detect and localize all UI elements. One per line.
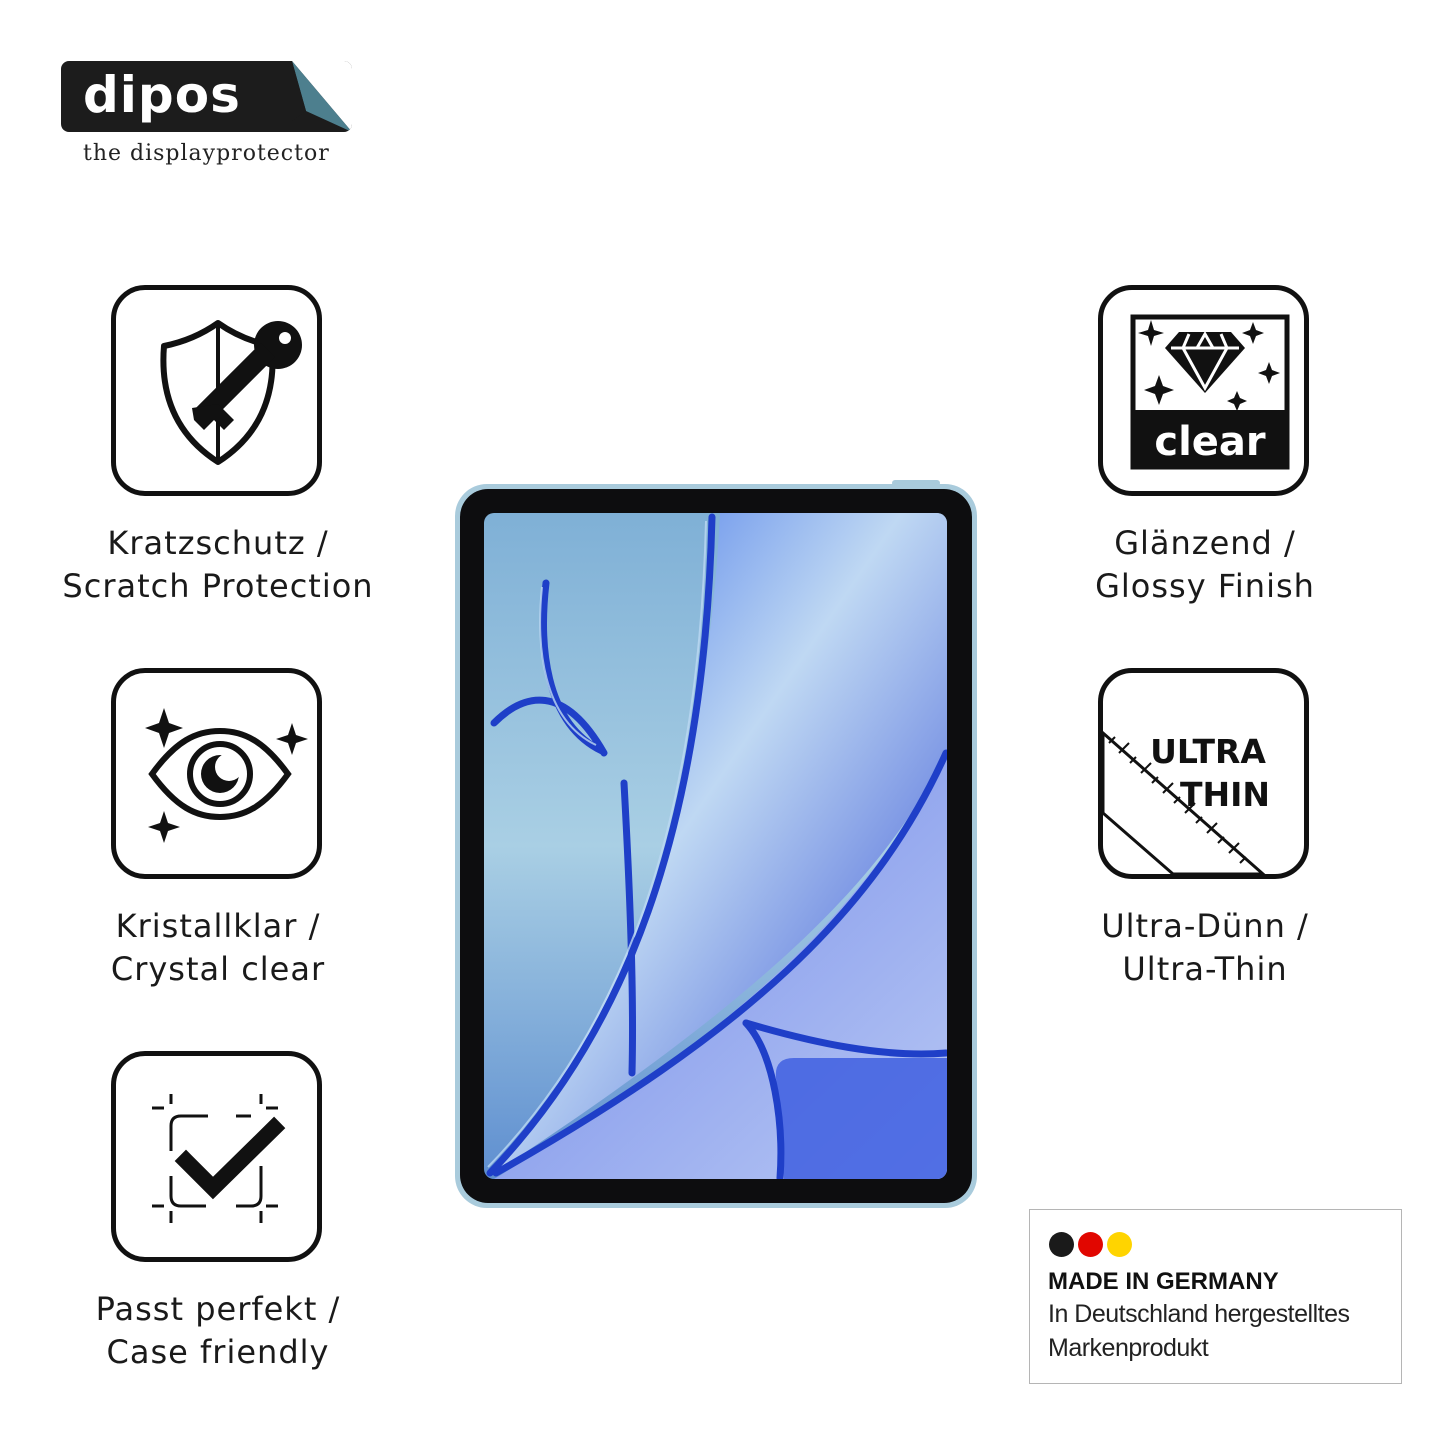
wallpaper-art	[484, 513, 947, 1179]
eye-sparkle-icon	[145, 708, 308, 843]
feature-label-line1: Kratzschutz /	[107, 524, 329, 562]
tablet-top-button	[892, 480, 940, 486]
feature-label-line2: Crystal clear	[110, 950, 326, 988]
glossy-finish-badge: clear	[1098, 285, 1309, 496]
ultra-text: ULTRA	[1150, 732, 1266, 771]
clear-badge-text: clear	[1154, 419, 1266, 465]
feature-label-line2: Case friendly	[106, 1333, 330, 1371]
page-curl-icon	[292, 61, 352, 132]
shield-key-icon	[160, 320, 302, 465]
feature-label-thin: Ultra-Dünn / Ultra-Thin	[1035, 905, 1375, 991]
feature-label-crystal: Kristallklar / Crystal clear	[48, 905, 388, 991]
feature-label-line1: Ultra-Dünn /	[1101, 907, 1309, 945]
tablet-screen-wallpaper	[484, 513, 947, 1179]
brand-tagline: the displayprotector	[83, 141, 330, 166]
diamond-clear-icon: clear	[1130, 314, 1290, 470]
made-in-germany-badge: MADE IN GERMANY In Deutschland hergestel…	[1029, 1209, 1402, 1384]
flag-dot-black-icon	[1049, 1232, 1074, 1257]
feature-label-line2: Scratch Protection	[62, 567, 374, 605]
checkmark-frame-icon	[152, 1094, 286, 1223]
feature-label-glossy: Glänzend / Glossy Finish	[1035, 522, 1375, 608]
feature-label-line1: Kristallklar /	[115, 907, 321, 945]
feature-label-line1: Passt perfekt /	[95, 1290, 341, 1328]
flag-dot-red-icon	[1078, 1232, 1103, 1257]
feature-label-line2: Glossy Finish	[1095, 567, 1315, 605]
made-in-germany-line2: Markenprodukt	[1048, 1334, 1209, 1362]
made-in-germany-title: MADE IN GERMANY	[1048, 1268, 1279, 1295]
flag-dot-gold-icon	[1107, 1232, 1132, 1257]
ruler-ultra-thin-icon: ULTRA THIN	[1103, 731, 1270, 874]
brand-logo: dipos	[61, 61, 352, 132]
case-friendly-badge	[111, 1051, 322, 1262]
feature-label-scratch: Kratzschutz / Scratch Protection	[48, 522, 388, 608]
feature-label-fit: Passt perfekt / Case friendly	[48, 1288, 388, 1374]
made-in-germany-line1: In Deutschland hergestelltes	[1048, 1300, 1350, 1328]
ultra-thin-badge: ULTRA THIN	[1098, 668, 1309, 879]
scratch-protection-badge	[111, 285, 322, 496]
crystal-clear-badge	[111, 668, 322, 879]
thin-text: THIN	[1180, 775, 1270, 814]
feature-label-line1: Glänzend /	[1114, 524, 1296, 562]
feature-label-line2: Ultra-Thin	[1122, 950, 1288, 988]
brand-name: dipos	[83, 66, 241, 124]
